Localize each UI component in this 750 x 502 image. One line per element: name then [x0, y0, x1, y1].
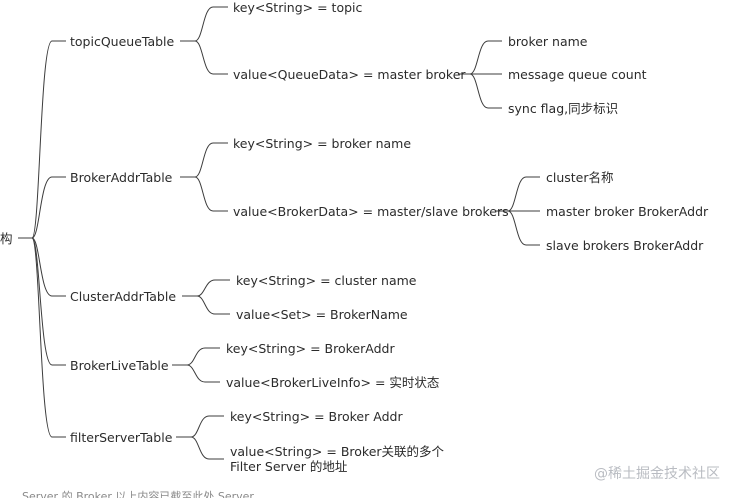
connector-topic-key: [180, 6, 228, 42]
brokerdata-cluster-node: cluster名称: [546, 170, 614, 185]
branch-filter-server-table: filterServerTable: [70, 430, 173, 445]
queuedata-sync-flag-node: sync flag,同步标识: [508, 101, 619, 116]
brokerlive-value-node: value<BrokerLiveInfo> = 实时状态: [226, 375, 440, 390]
queuedata-broker-name-node: broker name: [508, 34, 588, 49]
brokeraddr-value-node: value<BrokerData> = master/slave brokers: [233, 204, 509, 219]
root-node: 构: [0, 231, 13, 246]
connector-clusteraddr-key: [182, 279, 230, 297]
branch-topic-queue-table: topicQueueTable: [70, 34, 175, 49]
connector-brokerlive-value: [172, 364, 220, 383]
branch-broker-live-table: BrokerLiveTable: [70, 358, 169, 373]
topic-key-node: key<String> = topic: [233, 0, 363, 15]
brokerdata-master-node: master broker BrokerAddr: [546, 204, 709, 219]
brokerdata-slave-node: slave brokers BrokerAddr: [546, 238, 704, 253]
connector-filterserver-key: [176, 415, 224, 438]
branch-cluster-addr-table: ClusterAddrTable: [70, 289, 177, 304]
connector-brokeraddr-key: [180, 142, 228, 178]
connector-filterserver-value: [176, 436, 224, 460]
connector-root-topic: [18, 40, 66, 239]
connector-queuedata-sync: [458, 73, 502, 109]
connector-brokeraddr-value: [180, 176, 228, 212]
brokeraddr-key-node: key<String> = broker name: [233, 136, 412, 151]
clusteraddr-value-node: value<Set> = BrokerName: [236, 307, 408, 322]
filterserver-key-node: key<String> = Broker Addr: [230, 409, 403, 424]
clusteraddr-key-node: key<String> = cluster name: [236, 273, 417, 288]
connector-root-brokeraddr: [18, 176, 66, 239]
branch-broker-addr-table: BrokerAddrTable: [70, 170, 173, 185]
topic-value-node: value<QueueData> = master broker: [233, 67, 466, 82]
connector-root-clusteraddr: [18, 237, 66, 297]
queuedata-queue-count-node: message queue count: [508, 67, 647, 82]
cutoff-bottom-text: Server 的 Broker 以上内容已截至此处 Server: [22, 490, 254, 498]
brokerlive-key-node: key<String> = BrokerAddr: [226, 341, 395, 356]
connector-brokerdata-slave: [496, 210, 540, 246]
connector-clusteraddr-value: [182, 295, 230, 315]
connector-root-brokerlive: [18, 237, 66, 366]
filterserver-value-node: value<String> = Broker关联的多个 Filter Serve…: [230, 444, 445, 474]
juejin-watermark: @稀土掘金技术社区: [594, 466, 720, 482]
connector-root-filterserver: [18, 237, 66, 438]
connector-topic-value: [180, 40, 228, 75]
connector-brokerlive-key: [172, 347, 220, 366]
